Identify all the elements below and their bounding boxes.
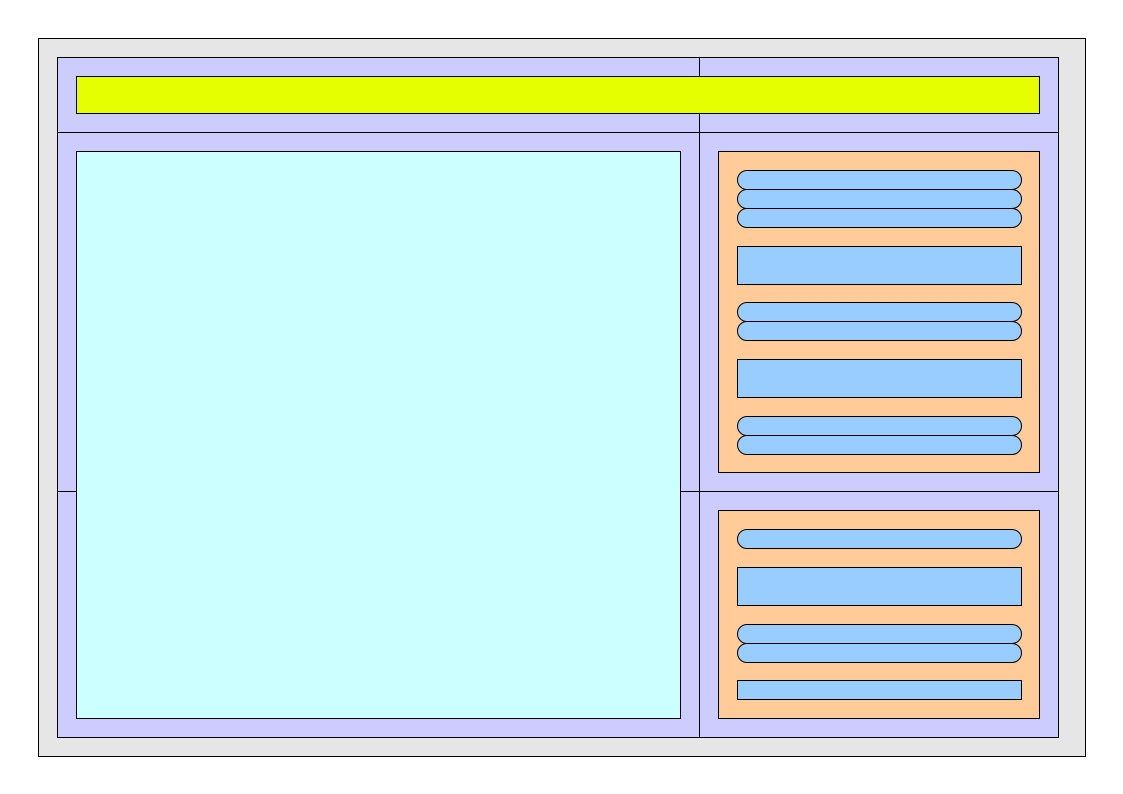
panel-block-3 <box>737 567 1022 606</box>
row-divider-right-segment <box>681 491 1059 492</box>
panel-pill-9 <box>737 624 1022 644</box>
panel-pill-3 <box>737 208 1022 228</box>
panel-pill-4 <box>737 302 1022 322</box>
row-divider-left-segment <box>57 491 76 492</box>
panel-pill-7 <box>737 435 1022 455</box>
column-divider-line <box>699 57 700 738</box>
header-banner <box>76 76 1040 114</box>
panel-pill-1 <box>737 170 1022 190</box>
panel-pill-5 <box>737 321 1022 341</box>
panel-pill-6 <box>737 416 1022 436</box>
side-panel-bottom <box>718 510 1040 719</box>
panel-bar <box>737 680 1022 700</box>
panel-pill-10 <box>737 643 1022 663</box>
panel-pill-8 <box>737 529 1022 549</box>
panel-block-2 <box>737 359 1022 398</box>
panel-pill-2 <box>737 189 1022 209</box>
header-divider-line <box>57 132 1059 133</box>
side-panel-top <box>718 151 1040 473</box>
main-content-area <box>76 151 681 719</box>
panel-block-1 <box>737 246 1022 285</box>
